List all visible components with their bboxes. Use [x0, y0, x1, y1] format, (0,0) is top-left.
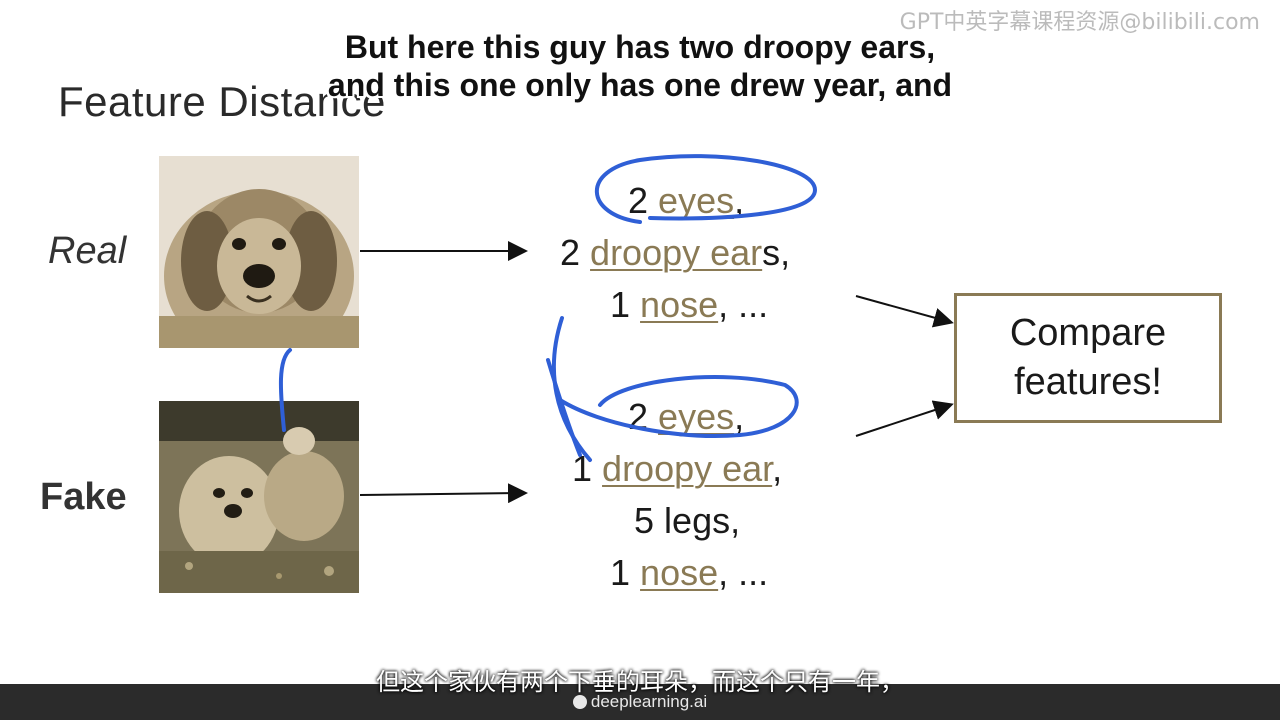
subtitle-zh: 但这个家伙有两个下垂的耳朵，而这个只有一年，	[376, 668, 904, 696]
slide: Feature Distance Real Fake	[40, 78, 1222, 593]
circle-real-eyes	[594, 154, 818, 224]
pen-stroke-left	[278, 348, 292, 432]
real-dog-image	[159, 156, 359, 348]
watermark: GPT中英字幕课程资源@bilibili.com	[899, 10, 1260, 35]
real-feature-eyes: 2 eyes,	[628, 180, 745, 221]
annotation-layer	[278, 154, 954, 504]
slide-title: Feature Distance	[58, 78, 386, 125]
subtitle-en-line-2: and this one only has one drew year, and	[327, 67, 953, 103]
deeplearning-logo-icon	[572, 695, 587, 709]
compare-line-1: Compare	[1009, 311, 1167, 354]
real-feature-nose: 1 nose, ...	[610, 284, 769, 325]
fake-feature-droopy-ear: 1 droopy ear,	[572, 448, 783, 489]
compare-line-2: features!	[1014, 361, 1162, 403]
fake-dog-image	[159, 401, 359, 593]
compare-features-box: Compare features!	[954, 293, 1222, 423]
real-feature-droopy-ears: 2 droopy ears,	[560, 232, 791, 273]
bottom-bar	[0, 684, 1280, 720]
fake-label: Fake	[40, 476, 127, 518]
circle-fake-eyes	[558, 375, 799, 438]
fake-feature-nose: 1 nose, ...	[610, 552, 769, 593]
fake-feature-legs: 5 legs,	[634, 500, 741, 541]
bracket-stroke-2	[546, 358, 582, 457]
arrow-fake-to-compare	[855, 400, 954, 437]
real-label: Real	[48, 230, 127, 272]
arrow-fake-to-features	[359, 483, 528, 504]
arrow-real-to-compare	[855, 295, 954, 328]
brand-text: deeplearning.ai	[590, 692, 708, 711]
subtitle-en-line-1: But here this guy has two droopy ears,	[344, 29, 936, 65]
brand-logo: deeplearning.ai	[0, 692, 1280, 712]
